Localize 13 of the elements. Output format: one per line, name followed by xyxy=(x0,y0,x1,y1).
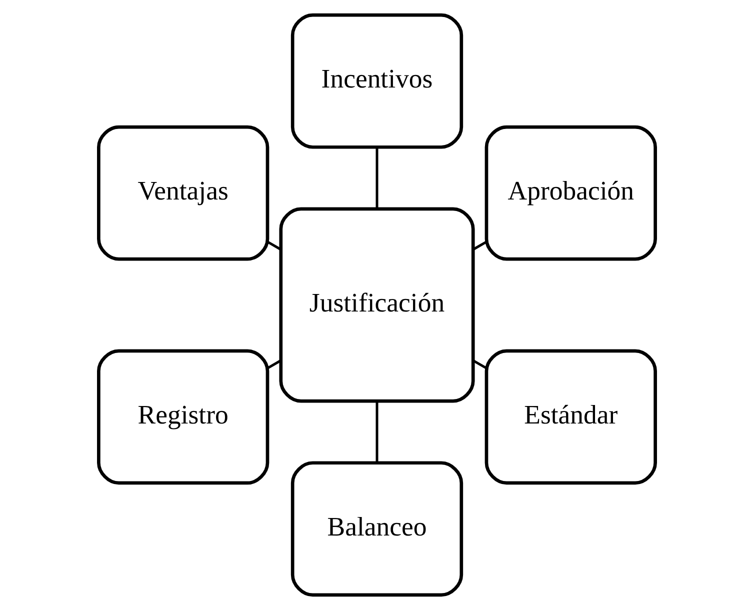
node-box: Estándar xyxy=(484,349,656,485)
node-box: Incentivos xyxy=(290,13,463,149)
node-box: Balanceo xyxy=(290,461,463,597)
connector xyxy=(375,401,378,462)
connector xyxy=(266,360,281,370)
node-box: Justificación xyxy=(278,207,474,403)
connector xyxy=(472,240,487,250)
node-box: Ventajas xyxy=(96,125,269,261)
connector xyxy=(266,240,281,250)
connector xyxy=(375,148,378,209)
connector xyxy=(472,360,487,370)
node-box: Registro xyxy=(96,349,269,485)
node-box: Aprobación xyxy=(484,125,656,261)
